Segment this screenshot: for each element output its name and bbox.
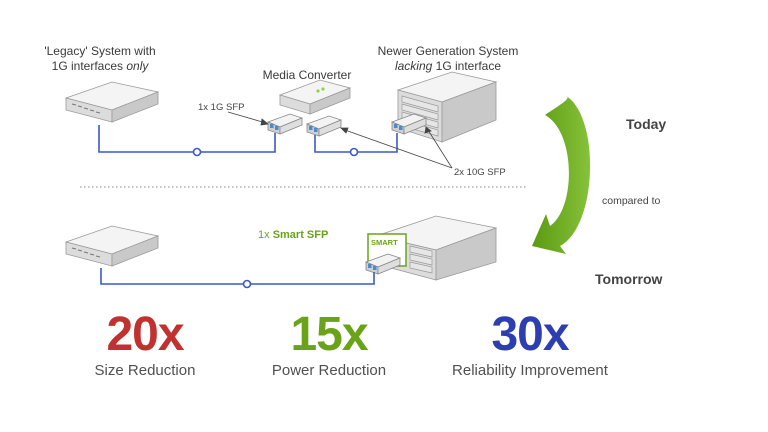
media-converter-label: Media Converter — [262, 68, 352, 82]
stat-caption: Power Reduction — [271, 362, 387, 379]
smart-sfp-bold: Smart SFP — [272, 229, 329, 241]
sfp-callout-lines — [227, 111, 453, 169]
stat-value: 30x — [491, 308, 569, 361]
legacy-system-label: 'Legacy' System with 1G interfaces only — [24, 44, 176, 74]
cable-smart-link — [100, 268, 375, 289]
legacy-label-line2-italic: only — [126, 59, 149, 73]
legacy-label-line2: 1G interfaces only — [24, 59, 176, 74]
newer-generation-system-device — [396, 71, 498, 143]
compared-to-label: compared to — [602, 195, 661, 207]
sfp-1g-module — [266, 113, 304, 135]
newer-label-line1: Newer Generation System — [377, 44, 519, 58]
legacy-label-line1: 'Legacy' System with — [44, 44, 156, 58]
comparison-arrow — [532, 96, 591, 254]
cable-10g-link — [314, 133, 398, 157]
newer-label-line2-suffix: 1G interface — [432, 59, 502, 73]
newer-label-line2-italic: lacking — [394, 59, 433, 73]
newer-label-line2: lacking 1G interface — [372, 59, 524, 74]
smart-badge-text: SMART — [371, 238, 398, 247]
stat-size-reduction: 20x Size Reduction — [70, 308, 220, 380]
newer-system-label: Newer Generation System lacking 1G inter… — [372, 44, 524, 74]
smart-sfp-label: 1x Smart SFP — [258, 229, 328, 241]
sfp-10g-label: 2x 10G SFP — [454, 167, 506, 178]
stat-reliability-improvement: 30x Reliability Improvement — [430, 308, 630, 380]
stat-value: 15x — [290, 308, 368, 361]
stat-power-reduction: 15x Power Reduction — [254, 308, 404, 380]
stat-value: 20x — [106, 308, 184, 361]
stat-caption: Size Reduction — [94, 362, 196, 379]
legacy-system-device-tomorrow — [64, 225, 160, 267]
tomorrow-label: Tomorrow — [595, 271, 663, 287]
smart-sfp-prefix: 1x — [258, 229, 273, 241]
legacy-system-device — [64, 81, 160, 123]
sfp-10g-module-system — [390, 113, 428, 135]
cable-1g-link — [98, 125, 276, 157]
sfp-1g-label: 1x 1G SFP — [198, 102, 245, 113]
sfp-10g-module-converter — [305, 115, 343, 137]
media-converter-device — [278, 79, 352, 115]
stat-caption: Reliability Improvement — [452, 362, 608, 379]
today-label: Today — [626, 116, 667, 132]
smart-sfp-module — [364, 233, 407, 275]
legacy-label-line2-prefix: 1G interfaces — [51, 59, 127, 73]
